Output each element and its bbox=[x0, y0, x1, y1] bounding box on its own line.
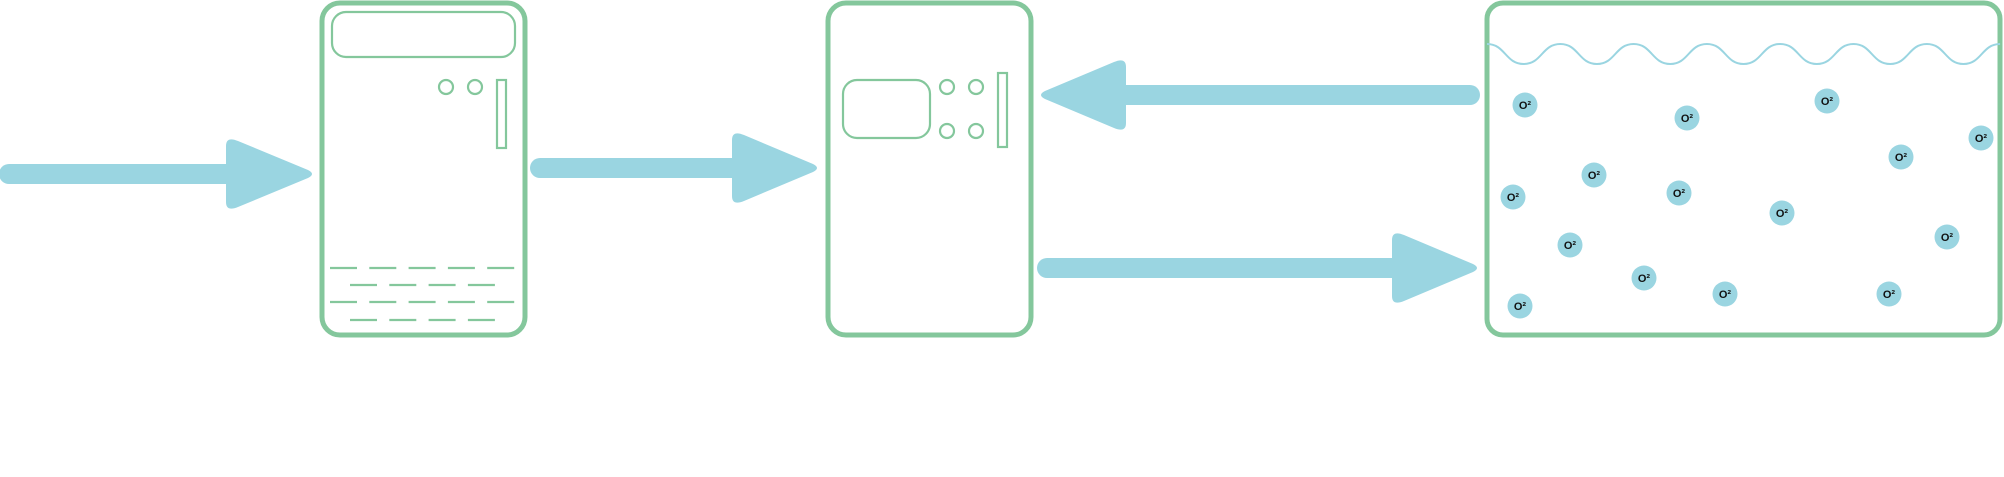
device-2-knob bbox=[967, 78, 985, 96]
bubble-label: O² bbox=[1673, 188, 1686, 200]
bubble-circle bbox=[1876, 281, 1902, 307]
oxygen-bubble: O² bbox=[1712, 281, 1738, 307]
bubble-label: O² bbox=[1895, 152, 1908, 164]
bubble-circle bbox=[1769, 200, 1795, 226]
bubble-circle bbox=[1512, 92, 1538, 118]
oxygen-bubble: O² bbox=[1631, 265, 1657, 291]
oxygen-bubble: O² bbox=[1581, 162, 1607, 188]
arrow-device-1-to-device-2 bbox=[530, 133, 817, 203]
bubble-circle bbox=[1968, 125, 1994, 151]
device-2 bbox=[825, 0, 1034, 338]
bubble-label: O² bbox=[1638, 273, 1651, 285]
arrow-tank-to-device-2 bbox=[1041, 60, 1480, 130]
bubble-circle bbox=[1631, 265, 1657, 291]
bubble-label: O² bbox=[1564, 240, 1577, 252]
bubble-circle bbox=[1888, 144, 1914, 170]
device-1-knob bbox=[437, 78, 455, 96]
water-tank: O² O² O² O² O² O² O² O² O² O² O² O² O² O² O² bbox=[1484, 0, 2003, 338]
oxygen-bubble: O² bbox=[1557, 232, 1583, 258]
bubble-label: O² bbox=[1941, 232, 1954, 244]
bubble-circle bbox=[1581, 162, 1607, 188]
oxygen-bubble: O² bbox=[1666, 180, 1692, 206]
device-1-slot bbox=[495, 78, 508, 150]
bubble-label: O² bbox=[1519, 100, 1532, 112]
bubble-label: O² bbox=[1588, 170, 1601, 182]
bubble-circle bbox=[1934, 224, 1960, 250]
oxygen-bubbles: O² O² O² O² O² O² O² O² O² O² O² O² O² O² O² bbox=[1500, 88, 1994, 319]
device-2-slot bbox=[996, 71, 1009, 149]
device-1-knob bbox=[466, 78, 484, 96]
bubble-circle bbox=[1814, 88, 1840, 114]
device-1-vent bbox=[330, 266, 515, 322]
oxygen-bubble: O² bbox=[1769, 200, 1795, 226]
device-1-display bbox=[330, 10, 517, 59]
bubble-label: O² bbox=[1776, 208, 1789, 220]
oxygen-bubble: O² bbox=[1507, 293, 1533, 319]
oxygen-bubble: O² bbox=[1512, 92, 1538, 118]
oxygen-bubble: O² bbox=[1876, 281, 1902, 307]
oxygen-bubble: O² bbox=[1814, 88, 1840, 114]
bubble-label: O² bbox=[1821, 96, 1834, 108]
bubble-circle bbox=[1674, 105, 1700, 131]
bubble-circle bbox=[1666, 180, 1692, 206]
device-1 bbox=[319, 0, 528, 338]
bubble-circle bbox=[1557, 232, 1583, 258]
bubble-circle bbox=[1500, 184, 1526, 210]
oxygen-bubble: O² bbox=[1500, 184, 1526, 210]
bubble-label: O² bbox=[1883, 289, 1896, 301]
bubble-label: O² bbox=[1975, 133, 1988, 145]
bubble-label: O² bbox=[1681, 113, 1694, 125]
bubble-circle bbox=[1507, 293, 1533, 319]
bubble-circle bbox=[1712, 281, 1738, 307]
bubble-label: O² bbox=[1719, 289, 1732, 301]
arrow-device-2-to-tank bbox=[1037, 233, 1477, 303]
arrow-input-to-device-1 bbox=[0, 139, 312, 209]
device-2-knob bbox=[967, 122, 985, 140]
device-2-display bbox=[841, 78, 932, 140]
water-surface-wave bbox=[1486, 42, 2001, 66]
device-2-knob bbox=[938, 122, 956, 140]
bubble-label: O² bbox=[1514, 301, 1527, 313]
bubble-label: O² bbox=[1507, 192, 1520, 204]
oxygen-bubble: O² bbox=[1934, 224, 1960, 250]
oxygen-bubble: O² bbox=[1888, 144, 1914, 170]
device-2-knob bbox=[938, 78, 956, 96]
oxygen-bubble: O² bbox=[1968, 125, 1994, 151]
oxygen-bubble: O² bbox=[1674, 105, 1700, 131]
